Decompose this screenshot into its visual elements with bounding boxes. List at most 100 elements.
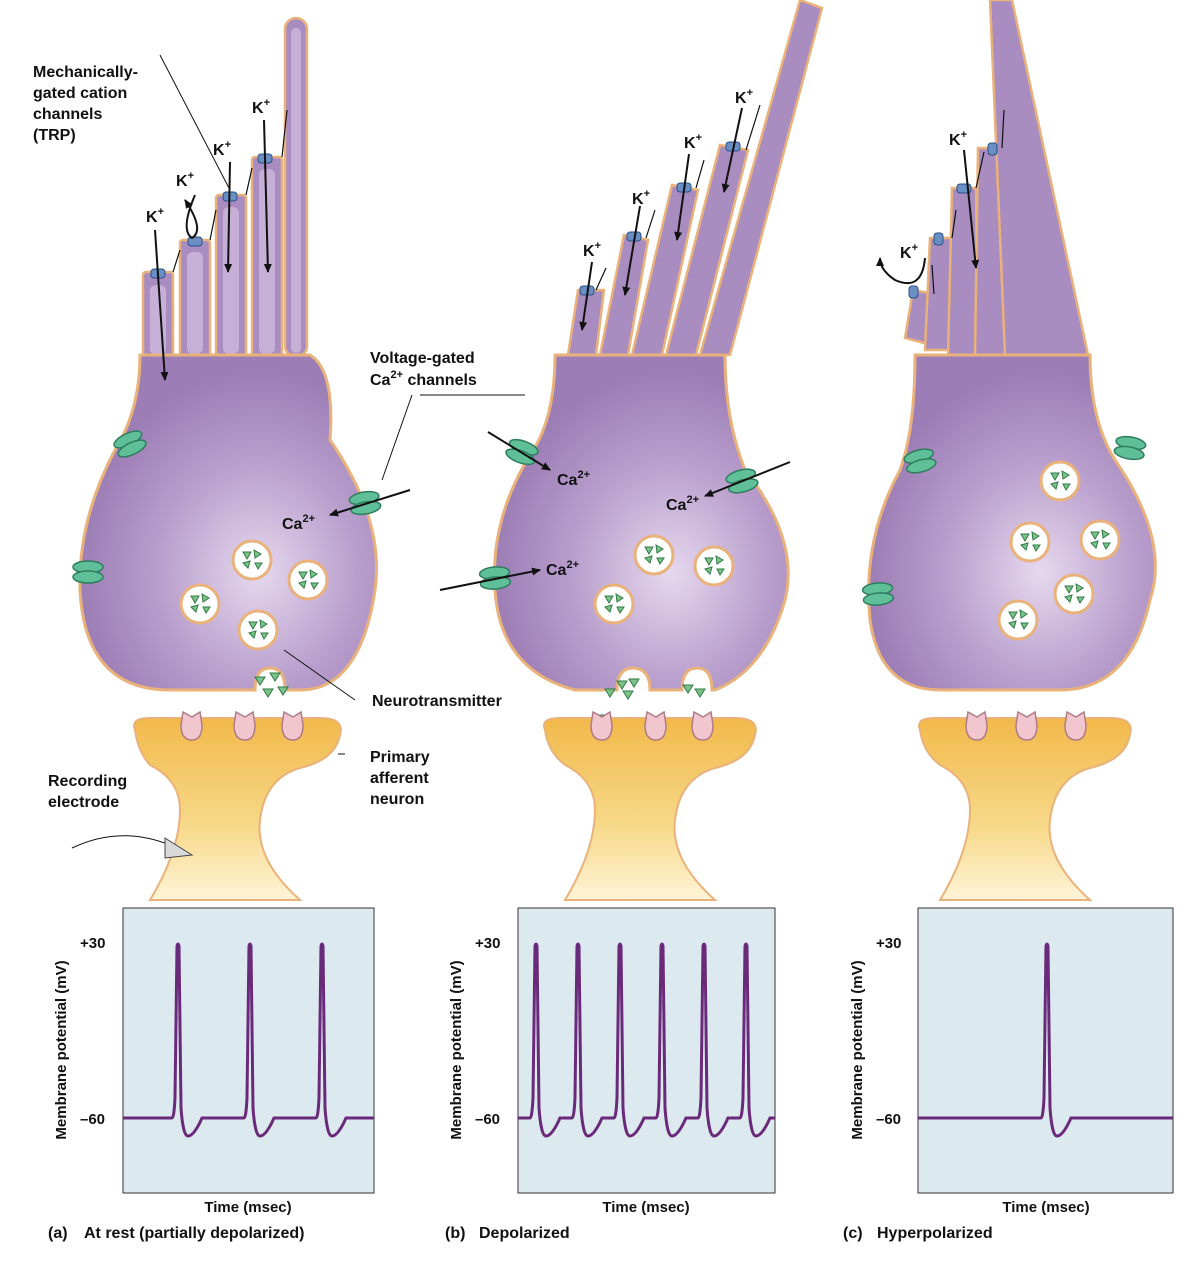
primary-afferent-label: Primary afferent neuron: [370, 749, 430, 808]
vesicle-icon: [237, 609, 279, 651]
trace-line-c: [918, 942, 1173, 1138]
svg-text:electrode: electrode: [48, 794, 119, 811]
receptor-icon: [281, 710, 304, 741]
receptor-icon: [644, 710, 667, 741]
caption-a: (a) At rest (partially depolarized): [48, 1225, 305, 1242]
trp-channel-icon: [933, 232, 944, 246]
trace-line-b: [518, 942, 775, 1138]
svg-text:Ca2+: Ca2+: [557, 469, 590, 489]
ca-channel-icon: [72, 560, 104, 584]
hair-cell-b: [439, 0, 824, 732]
recording-electrode-label: Recording electrode: [48, 773, 127, 811]
svg-text:K+: K+: [632, 188, 650, 208]
hair-cell-a: [72, 16, 411, 728]
svg-text:Mechanically-: Mechanically-: [33, 64, 138, 81]
svg-text:K+: K+: [949, 129, 967, 149]
svg-text:K+: K+: [583, 240, 601, 260]
caption-c: (c) Hyperpolarized: [843, 1225, 993, 1242]
svg-text:channels: channels: [33, 106, 102, 123]
vesicle-icon: [693, 545, 735, 587]
cell-body-c: [867, 353, 1157, 692]
svg-text:K+: K+: [900, 242, 918, 262]
trp-channel-icon: [187, 236, 203, 247]
svg-text:Ca2+: Ca2+: [546, 559, 579, 579]
svg-text:K+: K+: [684, 132, 702, 152]
hair-cell-c: [861, 0, 1157, 692]
vesicle-icon: [287, 559, 329, 601]
ca-channel-icon: [1112, 433, 1148, 463]
y-tick-top: +30: [876, 935, 901, 952]
svg-text:Hyperpolarized: Hyperpolarized: [877, 1225, 993, 1242]
svg-text:gated cation: gated cation: [33, 85, 127, 102]
svg-text:(c): (c): [843, 1225, 863, 1242]
x-axis-label: Time (msec): [204, 1199, 291, 1216]
graph-c: +30 –60 Membrane potential (mV) Time (ms…: [849, 907, 1174, 1216]
x-axis-label: Time (msec): [602, 1199, 689, 1216]
vesicle-icon: [997, 599, 1039, 641]
vgcc-label: Voltage-gated Ca2+ channels: [370, 350, 477, 389]
svg-text:neuron: neuron: [370, 791, 424, 808]
receptor-icon: [965, 710, 988, 741]
svg-text:Ca2+: Ca2+: [666, 494, 699, 514]
receptor-icon: [1015, 710, 1038, 741]
stereocilia-c: [903, 0, 1090, 357]
svg-text:Ca2+: Ca2+: [282, 513, 315, 533]
graph-b-plot-area: [517, 907, 776, 1194]
svg-text:afferent: afferent: [370, 770, 429, 787]
trace-line-a: [123, 942, 374, 1138]
y-axis-label: Membrane potential (mV): [448, 960, 465, 1139]
vesicle-icon: [231, 539, 273, 581]
y-axis-label: Membrane potential (mV): [53, 960, 70, 1139]
trp-label: Mechanically- gated cation channels (TRP…: [33, 64, 138, 144]
receptor-icon: [691, 710, 714, 741]
vesicle-icon: [1039, 460, 1081, 502]
receptor-icon: [590, 710, 613, 741]
svg-text:(b): (b): [445, 1225, 465, 1242]
y-tick-top: +30: [475, 935, 500, 952]
svg-text:K+: K+: [735, 87, 753, 107]
ca-channel-icon: [861, 580, 895, 608]
svg-text:Primary: Primary: [370, 749, 430, 766]
y-tick-top: +30: [80, 935, 105, 952]
svg-text:Ca2+ channels: Ca2+ channels: [370, 369, 477, 389]
ca-labels: Ca2+ Ca2+ Ca2+ Ca2+: [282, 469, 699, 579]
svg-text:Depolarized: Depolarized: [479, 1225, 570, 1242]
vesicle-icon: [1079, 519, 1121, 561]
svg-text:(a): (a): [48, 1225, 68, 1242]
receptor-icon: [180, 710, 203, 741]
svg-text:At rest (partially depolarized: At rest (partially depolarized): [84, 1225, 305, 1242]
cell-body-a: [78, 353, 379, 692]
receptor-icon: [233, 710, 256, 741]
vesicle-icon: [179, 583, 221, 625]
neurotransmitter-label: Neurotransmitter: [372, 693, 502, 710]
svg-text:K+: K+: [176, 170, 194, 190]
stereocilia-b: [566, 0, 824, 357]
y-tick-bottom: –60: [475, 1111, 500, 1128]
vesicle-icon: [1053, 573, 1095, 615]
afferent-neuron-b: [543, 710, 757, 901]
x-axis-label: Time (msec): [1002, 1199, 1089, 1216]
trp-channel-icon: [987, 142, 998, 156]
k-labels: K+ K+ K+ K+ K+ K+ K+ K+ K+ K+: [146, 87, 967, 262]
svg-text:K+: K+: [252, 97, 270, 117]
vesicle-icon: [1009, 521, 1051, 563]
caption-b: (b) Depolarized: [445, 1225, 570, 1242]
svg-text:(TRP): (TRP): [33, 127, 76, 144]
graph-b: +30 –60 Membrane potential (mV) Time (ms…: [448, 907, 776, 1216]
afferent-neuron-c: [918, 710, 1132, 901]
svg-text:Recording: Recording: [48, 773, 127, 790]
graph-a: +30 –60 Membrane potential (mV) Time (ms…: [53, 907, 375, 1216]
receptor-icon: [1064, 710, 1087, 741]
y-axis-label: Membrane potential (mV): [849, 960, 866, 1139]
y-tick-bottom: –60: [80, 1111, 105, 1128]
afferent-neuron-a: [133, 710, 342, 901]
recording-electrode: [71, 835, 194, 859]
trp-channel-icon: [908, 285, 919, 299]
svg-text:K+: K+: [213, 139, 231, 159]
vesicle-icon: [593, 583, 635, 625]
stereocilia-a: [141, 16, 309, 359]
svg-text:Voltage-gated: Voltage-gated: [370, 350, 475, 367]
svg-text:K+: K+: [146, 206, 164, 226]
vesicle-icon: [633, 534, 675, 576]
